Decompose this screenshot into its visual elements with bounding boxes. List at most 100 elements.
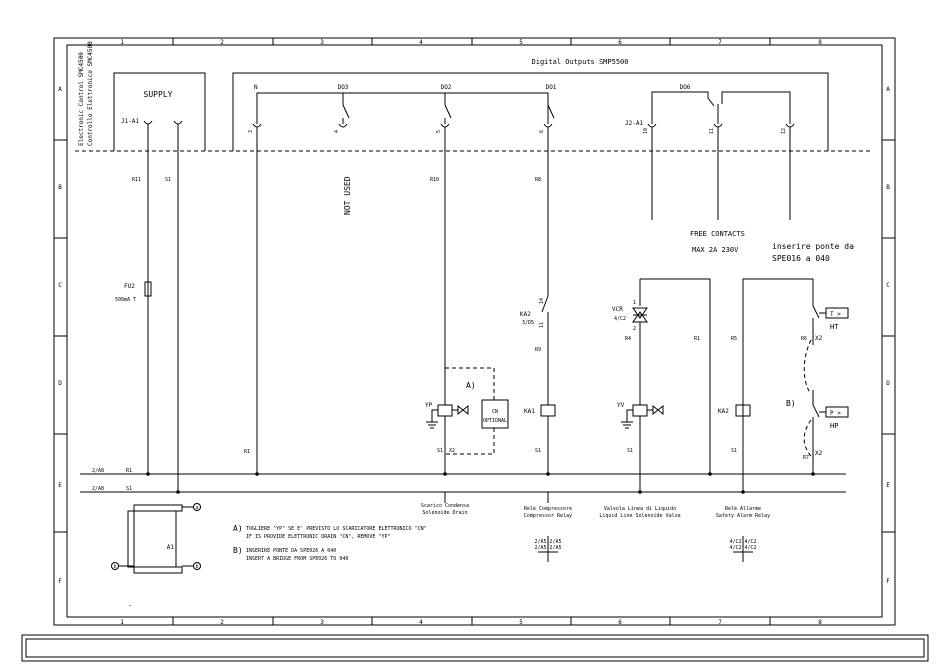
col-label-7-bottom: 7	[718, 619, 722, 626]
bus-s1-ref: 2/A8	[92, 486, 104, 492]
note-b-marker: B)	[786, 399, 796, 408]
ka2-pin-14: 14	[539, 298, 545, 304]
ka2-contact-label: KA2	[520, 311, 531, 318]
bridge-b-top	[803, 339, 812, 395]
a1-terminal-b-right: b	[195, 564, 198, 570]
note-a-line1: TOGLIERE "YP" SE E' PREVISTO LO SCARICAT…	[246, 526, 427, 532]
alarm-contact-ref: 4/C2 4/C2 4/C2 4/C2	[729, 536, 757, 562]
col-label-6-bottom: 6	[618, 619, 622, 626]
a1-terminal-b-left: b	[113, 564, 116, 570]
label-do6: DO6	[680, 84, 691, 91]
pin-6: 6	[539, 130, 545, 133]
bridge-note-it: inserire ponte da	[772, 242, 854, 251]
row-label-f-right: F	[886, 578, 890, 585]
drain-label-en: Solenoide Drain	[422, 510, 467, 516]
ka2-relay-label: KA2	[718, 408, 729, 415]
comp-label-it: Relè Compressore	[524, 505, 572, 512]
yv-label: YV	[617, 402, 625, 409]
valve-loop-wire	[640, 278, 711, 474]
cn-wire-bottom	[446, 428, 495, 455]
cn-optional-box	[481, 399, 509, 429]
fuse-rating: 500mA T	[115, 297, 136, 303]
supply-box	[113, 72, 206, 151]
wire-label-s1-supply: S1	[165, 177, 171, 183]
supply-terminal-2	[173, 120, 183, 492]
a1-dash: -	[128, 602, 132, 610]
switch-hp	[812, 404, 826, 474]
col-label-5-bottom: 5	[519, 619, 523, 626]
contact-do3	[342, 93, 350, 124]
alarm-label-it: Relè Allarme	[725, 505, 761, 512]
note-b-line1: INSERIRE PONTE DA SPE026 A 040	[246, 548, 336, 554]
col-label-5: 5	[519, 39, 523, 46]
valve-label-en: Liquid Line Solenoide Valve	[599, 513, 680, 519]
note-a-line2: IF IS PROVIDE ELETTRONIC DRAIN "CN", REM…	[246, 534, 391, 540]
yv-valve-icon	[652, 404, 664, 416]
svg-text:2/A5 2/A5: 2/A5 2/A5	[534, 539, 561, 545]
svg-text:4/C2 4/C2: 4/C2 4/C2	[729, 539, 756, 545]
ht-sensor-text: T >	[830, 311, 841, 318]
pin-10: 10	[643, 128, 649, 134]
wire-label-r5: R5	[731, 336, 737, 342]
title-block-outer	[21, 634, 929, 662]
hp-sensor-text: P >	[830, 410, 841, 417]
label-n: N	[254, 84, 258, 91]
svg-text:4/C2 4/C2: 4/C2 4/C2	[729, 545, 756, 551]
controller-title-it: Controllo Elettronico SMC4500	[87, 41, 94, 146]
digital-outputs-box	[232, 72, 829, 151]
yv-s1-label: S1	[627, 448, 633, 454]
wire-label-r11: R11	[132, 177, 141, 183]
supply-terminal-1	[143, 120, 153, 474]
free-contacts-rating: MAX 2A 230V	[692, 246, 739, 254]
fuse-name: FU2	[124, 283, 135, 290]
col-label-3: 3	[320, 39, 324, 46]
contact-ka2	[541, 295, 549, 405]
col-label-4: 4	[419, 39, 423, 46]
controller-title-en: Electronic Control SMC4500	[78, 52, 85, 146]
row-label-a-right: A	[886, 86, 890, 93]
col-label-2: 2	[220, 39, 224, 46]
yp-s1-label: S1	[437, 448, 443, 454]
row-label-c-right: C	[886, 282, 890, 289]
cn-wire-top	[445, 367, 495, 400]
wire-label-r9: R9	[535, 347, 541, 353]
row-label-f: F	[58, 578, 62, 585]
row-label-e: E	[58, 482, 62, 489]
supply-terminal-label: J1-A1	[121, 118, 139, 125]
row-label-e-right: E	[886, 482, 890, 489]
ka2-s1-label: S1	[731, 448, 737, 454]
free-contacts-label: FREE CONTACTS	[690, 230, 745, 238]
bridge-note-range: SPE016 a 040	[772, 254, 830, 263]
wire-label-r8: R8	[535, 177, 541, 183]
row-label-d-right: D	[886, 380, 890, 387]
svg-text:2/A5 2/A5: 2/A5 2/A5	[534, 545, 561, 551]
ht-label: HT	[830, 323, 839, 331]
note-a-label: A)	[233, 524, 243, 533]
comp-label-en: Compressor Relay	[524, 513, 572, 519]
wire-label-r10: R10	[430, 177, 439, 183]
ka1-s1-label: S1	[535, 448, 541, 454]
terminal-11	[713, 123, 723, 220]
supply-title: SUPPLY	[144, 90, 173, 99]
pin-5: 5	[436, 130, 442, 133]
ht-sensor-box	[825, 307, 849, 319]
row-label-c: C	[58, 282, 62, 289]
col-label-7: 7	[718, 39, 722, 46]
hp-sensor-box	[825, 406, 849, 418]
cn-optional-label: OPTIONAL	[483, 418, 507, 424]
col-label-8-bottom: 8	[818, 619, 822, 626]
relay-ka1	[540, 404, 556, 417]
bridge-b-bottom	[803, 419, 812, 457]
yv-earth-lead	[626, 409, 633, 422]
wire-label-r4: R4	[625, 336, 631, 342]
common-line-n	[256, 92, 549, 124]
a1-terminal-a: a	[195, 505, 198, 511]
digital-outputs-title: Digital Outputs SMP5500	[532, 58, 629, 66]
comp-contact-ref: 2/A5 2/A5 2/A5 2/A5	[534, 536, 562, 562]
label-do2: DO2	[441, 84, 452, 91]
ka2-pin-11: 11	[539, 322, 545, 328]
pin-12: 12	[781, 128, 787, 134]
yv-earth-icon	[621, 421, 633, 429]
pin-3: 3	[248, 130, 254, 133]
alarm-label-en: Safety Alarm Relay	[716, 513, 770, 519]
